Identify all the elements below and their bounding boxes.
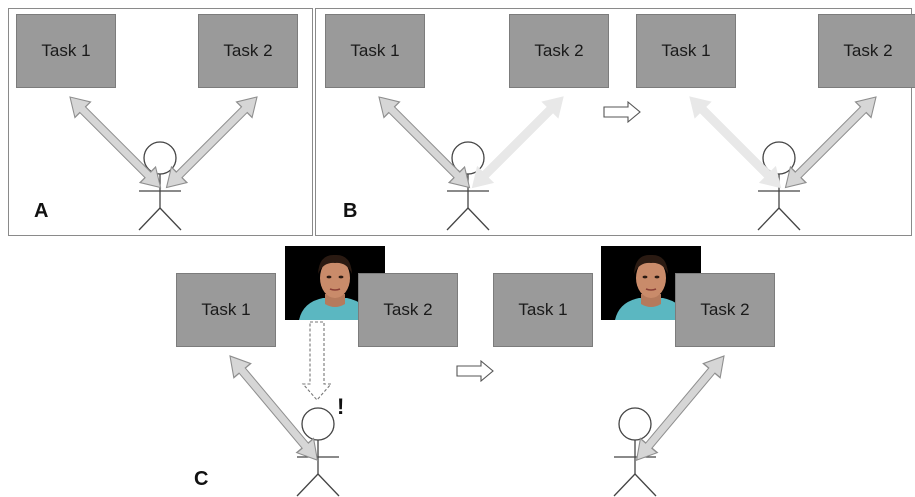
panel-a-task-2: Task 2 bbox=[198, 14, 298, 88]
task-label: Task 2 bbox=[700, 300, 750, 319]
transition-arrow-icon-b bbox=[603, 101, 641, 123]
panel-c-task-1-right: Task 1 bbox=[493, 273, 593, 347]
task-label: Task 2 bbox=[534, 41, 584, 60]
panel-label-b: B bbox=[343, 200, 358, 222]
panel-c-task-2-left: Task 2 bbox=[358, 273, 458, 347]
task-label: Task 1 bbox=[41, 41, 91, 60]
panel-label-c: C bbox=[194, 468, 209, 490]
double-arrow-icon-a-left bbox=[61, 88, 169, 196]
double-arrow-icon-c-left bbox=[220, 348, 327, 468]
task-label: Task 1 bbox=[518, 300, 568, 319]
alert-mark: ! bbox=[337, 394, 345, 419]
task-label: Task 2 bbox=[383, 300, 433, 319]
double-arrow-icon-b-left-1 bbox=[370, 88, 478, 196]
double-arrow-icon-a-right bbox=[158, 88, 266, 196]
task-label: Task 2 bbox=[843, 41, 893, 60]
panel-a-task-1: Task 1 bbox=[16, 14, 116, 88]
panel-c-task-1-left: Task 1 bbox=[176, 273, 276, 347]
double-arrow-icon-b-right-2 bbox=[777, 88, 885, 196]
double-arrow-icon-c-right bbox=[627, 348, 734, 468]
transition-arrow-icon-c bbox=[456, 360, 494, 382]
panel-b-task-2-left: Task 2 bbox=[509, 14, 609, 88]
double-arrow-icon-b-right-1 bbox=[681, 88, 789, 196]
task-label: Task 1 bbox=[201, 300, 251, 319]
panel-c-task-2-right: Task 2 bbox=[675, 273, 775, 347]
task-label: Task 1 bbox=[661, 41, 711, 60]
panel-b-task-1-left: Task 1 bbox=[325, 14, 425, 88]
panel-b-task-2-right: Task 2 bbox=[818, 14, 915, 88]
task-label: Task 2 bbox=[223, 41, 273, 60]
dashed-down-arrow-icon bbox=[301, 321, 333, 401]
panel-label-a: A bbox=[34, 200, 49, 222]
panel-b-task-1-right: Task 1 bbox=[636, 14, 736, 88]
double-arrow-icon-b-left-2 bbox=[464, 88, 572, 196]
task-label: Task 1 bbox=[350, 41, 400, 60]
